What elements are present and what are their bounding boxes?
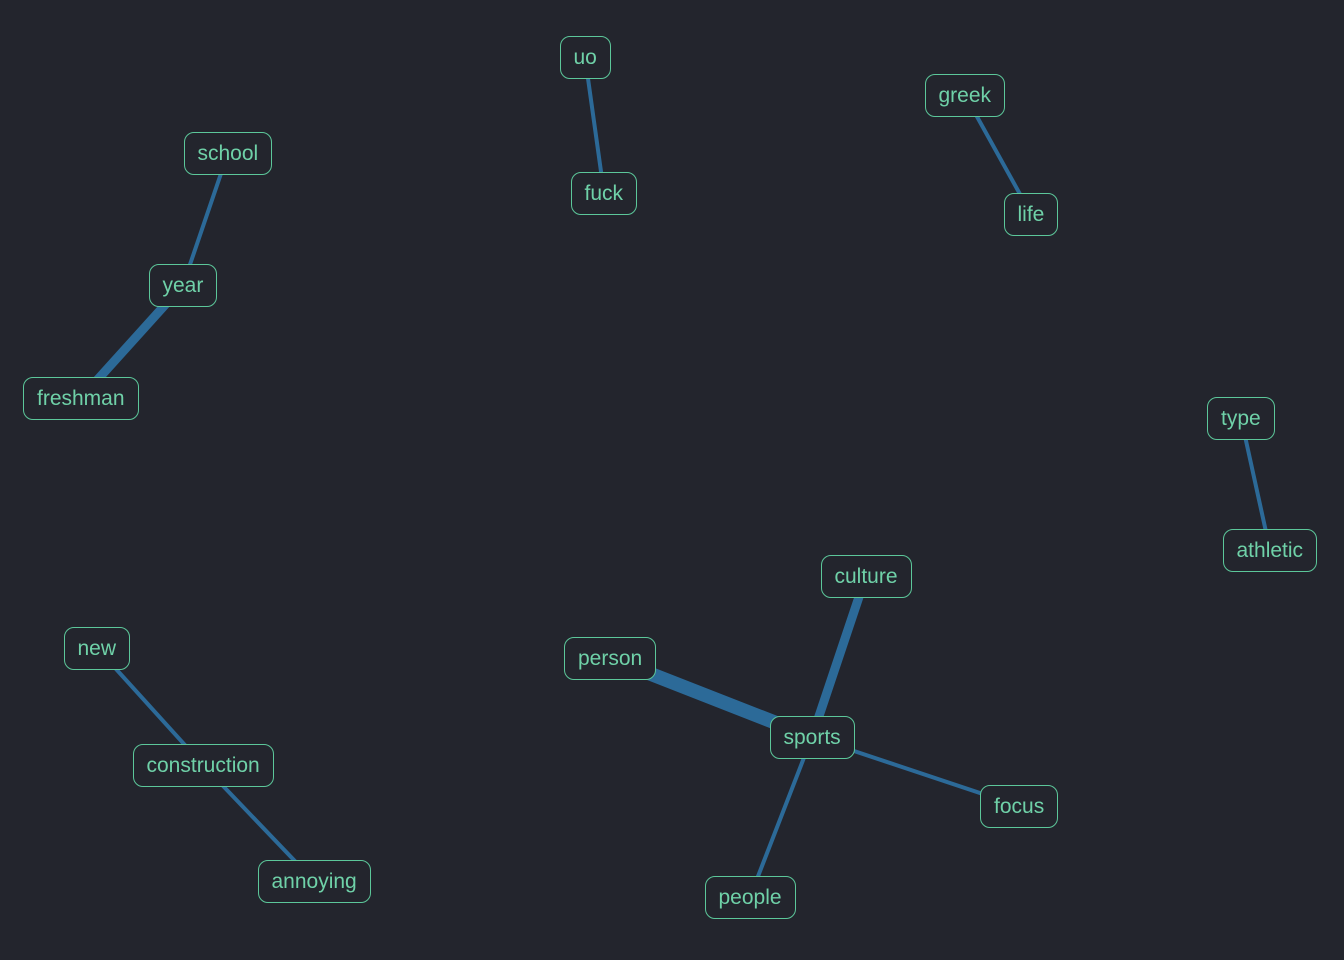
edge-school-year [181, 151, 230, 287]
node-construction[interactable]: construction [132, 743, 274, 787]
node-year[interactable]: year [148, 263, 218, 307]
node-type[interactable]: type [1207, 396, 1275, 440]
node-new[interactable]: new [63, 626, 131, 670]
node-uo[interactable]: uo [559, 35, 611, 79]
node-culture[interactable]: culture [820, 554, 912, 598]
edge-sports-culture [807, 571, 871, 742]
node-life[interactable]: life [1003, 192, 1059, 236]
node-sports[interactable]: sports [769, 715, 855, 759]
edge-type-athletic [1239, 416, 1272, 552]
node-athletic[interactable]: athletic [1222, 528, 1318, 572]
edge-sports-people [748, 735, 814, 899]
edge-uo-fuck [583, 55, 606, 195]
node-fuck[interactable]: fuck [570, 171, 638, 215]
node-school[interactable]: school [183, 131, 273, 175]
node-people[interactable]: people [704, 875, 796, 919]
node-person[interactable]: person [564, 636, 657, 680]
node-focus[interactable]: focus [980, 784, 1059, 828]
node-freshman[interactable]: freshman [23, 376, 139, 420]
node-greek[interactable]: greek [924, 73, 1006, 117]
node-annoying[interactable]: annoying [257, 859, 371, 903]
